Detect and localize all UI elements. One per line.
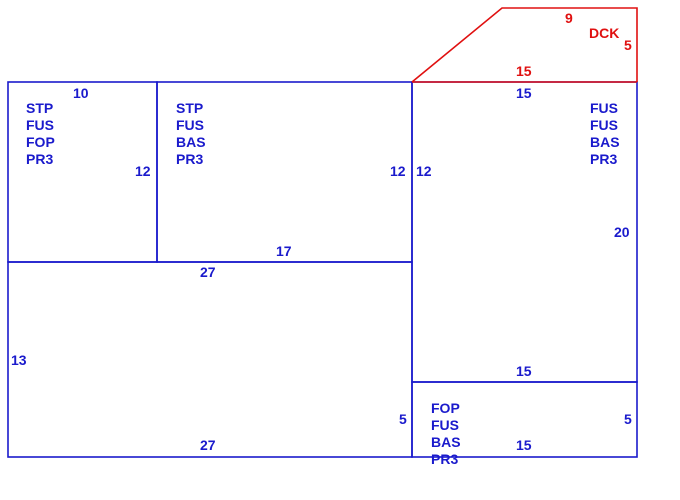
room-d-code: FOP [431, 400, 460, 416]
room-a-codes: STP FUS FOP PR3 [26, 100, 55, 167]
room-a-code: FUS [26, 117, 54, 133]
dimension-label: 12 [390, 163, 406, 179]
room-d-codes: FOP FUS BAS PR3 [431, 400, 461, 467]
room-b-code: FUS [176, 117, 204, 133]
room-c-code: FUS [590, 117, 618, 133]
lower-area-outline [7, 261, 413, 458]
dimension-label: 20 [614, 224, 630, 240]
room-c-code: BAS [590, 134, 620, 150]
dimension-label: 27 [200, 437, 216, 453]
room-d-code: BAS [431, 434, 461, 450]
room-d-outline [411, 381, 638, 458]
room-b-codes: STP FUS BAS PR3 [176, 100, 206, 167]
room-a-code: PR3 [26, 151, 53, 167]
dimension-label: 12 [135, 163, 151, 179]
room-c-codes: FUS FUS BAS PR3 [590, 100, 620, 167]
room-a-code: STP [26, 100, 53, 116]
dimension-label: 15 [516, 85, 532, 101]
dimension-label: 15 [516, 437, 532, 453]
room-b-code: PR3 [176, 151, 203, 167]
deck-dimension-label: 15 [516, 63, 532, 79]
room-b-code: STP [176, 100, 203, 116]
room-d-code: FUS [431, 417, 459, 433]
dimension-label: 13 [11, 352, 27, 368]
room-a-code: FOP [26, 134, 55, 150]
dimension-label: 12 [416, 163, 432, 179]
room-b-code: BAS [176, 134, 206, 150]
deck-dimension-label: 9 [565, 10, 573, 26]
dimension-label: 27 [200, 264, 216, 280]
dimension-label: 10 [73, 85, 89, 101]
dimension-label: 5 [624, 411, 632, 427]
dimension-label: 15 [516, 363, 532, 379]
dimension-label: 5 [399, 411, 407, 427]
room-d-code: PR3 [431, 451, 458, 467]
deck-label: DCK [589, 25, 619, 41]
deck-outline [411, 7, 638, 83]
deck-dimension-label: 5 [624, 37, 632, 53]
dimension-label: 17 [276, 243, 292, 259]
room-c-code: PR3 [590, 151, 617, 167]
room-c-code: FUS [590, 100, 618, 116]
